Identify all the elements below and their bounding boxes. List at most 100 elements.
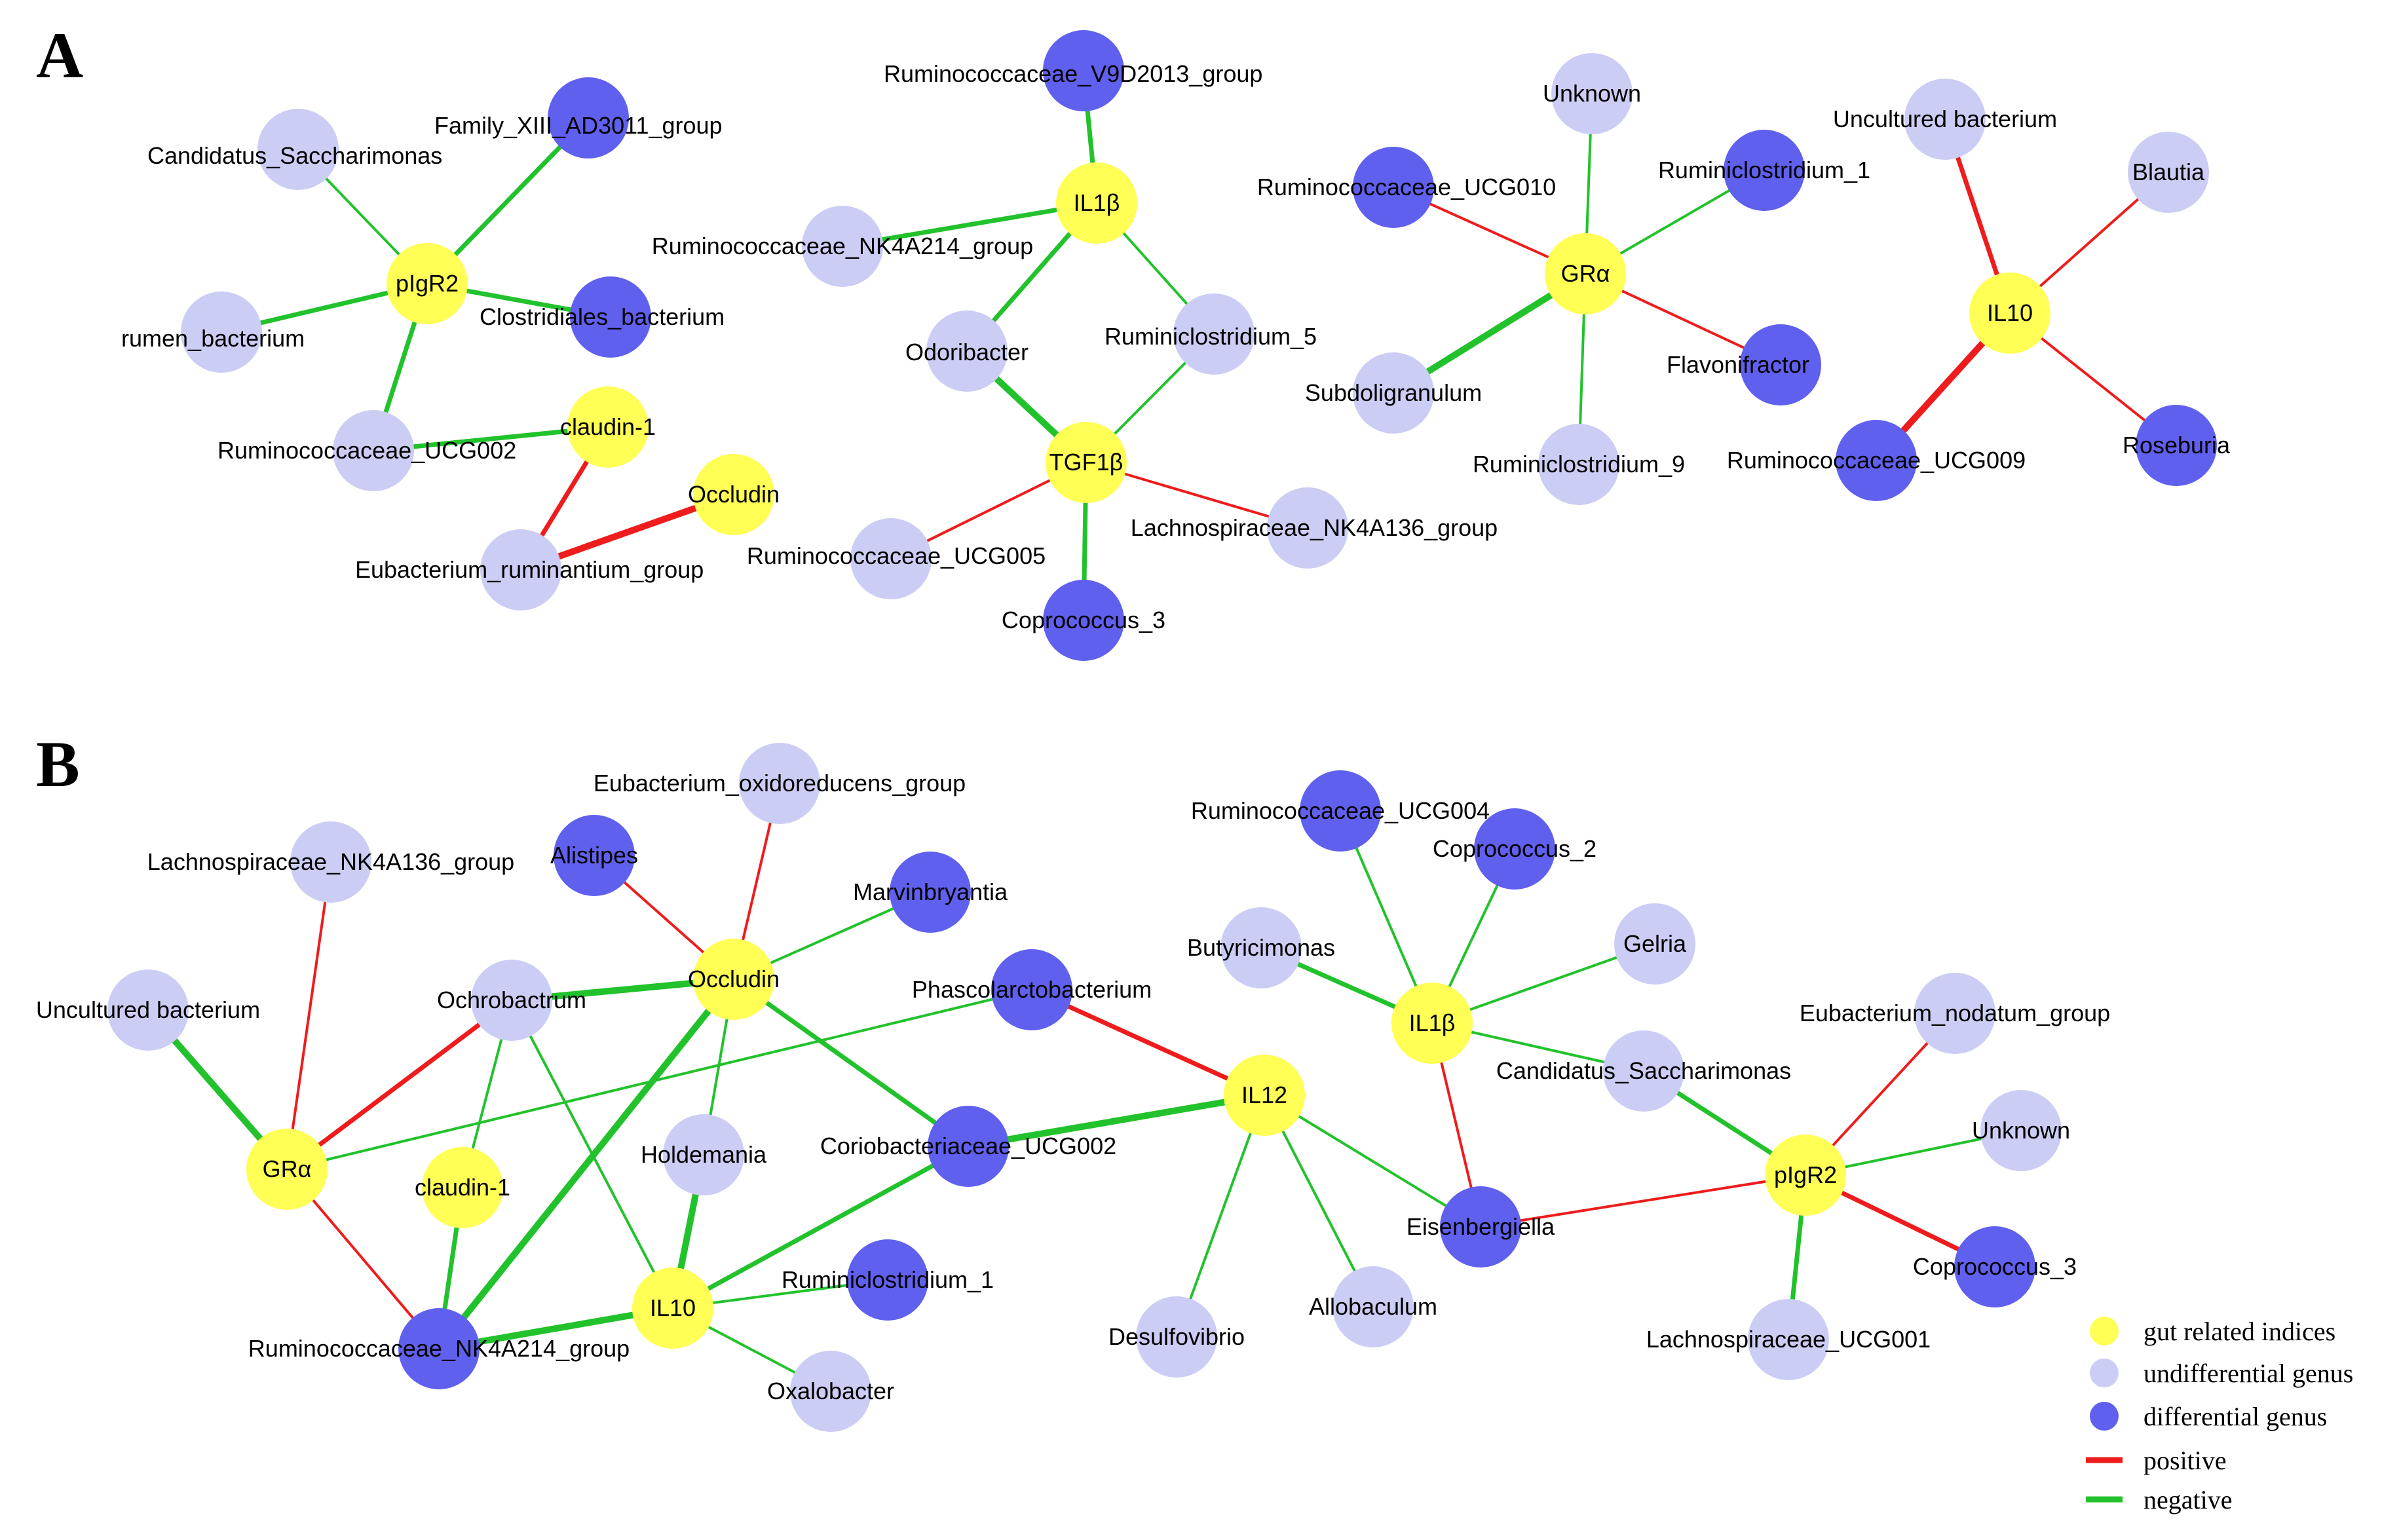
node-label: Ruminiclostridium_5 — [1105, 323, 1317, 350]
node-diff: Coprococcus_2 — [1433, 808, 1596, 890]
legend-swatch-undiff — [2090, 1359, 2119, 1387]
node-label: Flavonifractor — [1667, 351, 1809, 378]
node-label: Lachnospiraceae_NK4A136_group — [147, 848, 514, 875]
legend-label-index: gut related indices — [2144, 1317, 2335, 1346]
node-diff: Family_XIII_AD3011_group — [434, 77, 723, 159]
node-index: IL1β — [1391, 983, 1473, 1064]
legend-label-diff: differential genus — [2144, 1402, 2327, 1431]
node-diff: Ruminococcaceae_UCG010 — [1257, 147, 1556, 228]
node-label: TGF1β — [1049, 449, 1124, 476]
node-label: IL12 — [1241, 1081, 1287, 1108]
node-undiff: Eubacterium_oxidoreducens_group — [594, 743, 966, 824]
node-circle — [847, 1239, 928, 1321]
node-index: Occludin — [688, 454, 780, 535]
node-label: Ruminococcaceae_NK4A214_group — [248, 1335, 630, 1362]
node-diff: Ruminococcaceae_UCG004 — [1191, 770, 1490, 852]
node-label: Ruminiclostridium_1 — [1658, 157, 1870, 183]
node-circle — [1545, 233, 1626, 314]
node-circle — [1914, 973, 1995, 1054]
node-diff: Ruminiclostridium_1 — [1658, 130, 1870, 211]
node-circle — [107, 969, 189, 1051]
node-undiff: Uncultured bacterium — [36, 969, 260, 1051]
node-diff: Marvinbryantia — [853, 852, 1008, 933]
node-undiff: Eubacterium_nodatum_group — [1800, 973, 2110, 1054]
panel-label-a: A — [36, 19, 83, 92]
edge-positive — [286, 861, 332, 1171]
node-undiff: rumen_bacterium — [121, 291, 305, 373]
node-undiff: Unknown — [1972, 1090, 2070, 1171]
node-circle — [1353, 352, 1434, 434]
node-index: GRα — [246, 1129, 328, 1210]
node-label: Ruminococcaceae_UCG004 — [1191, 797, 1490, 824]
node-index: claudin-1 — [415, 1147, 510, 1228]
node-label: Oxalobacter — [767, 1378, 894, 1404]
node-undiff: Blautia — [2128, 132, 2209, 213]
node-circle — [1836, 420, 1917, 501]
node-label: Ochrobactrum — [437, 986, 586, 1013]
node-circle — [850, 518, 932, 599]
node-label: Uncultured bacterium — [1833, 105, 2057, 132]
node-circle — [1538, 424, 1619, 505]
node-label: Butyricimonas — [1187, 934, 1335, 961]
node-index: IL1β — [1056, 162, 1137, 244]
node-circle — [387, 243, 468, 324]
node-index: IL10 — [632, 1268, 713, 1349]
node-index: IL10 — [1969, 272, 2050, 354]
node-circle — [1056, 162, 1137, 244]
edge-negative — [1263, 1094, 1482, 1228]
node-label: rumen_bacterium — [121, 325, 305, 352]
node-circle — [1220, 907, 1302, 988]
node-label: Ruminococcaceae_UCG009 — [1727, 447, 2026, 474]
node-diff: Ruminococcaceae_NK4A214_group — [248, 1308, 630, 1389]
node-label: IL1β — [1409, 1009, 1456, 1036]
node-circle — [570, 276, 651, 358]
legend-swatch-index — [2090, 1317, 2119, 1345]
node-diff: Coprococcus_3 — [1913, 1226, 2077, 1307]
node-label: Odoribacter — [905, 339, 1029, 366]
node-undiff: Ruminococcaceae_UCG002 — [217, 410, 516, 491]
edge-positive — [1479, 1174, 1807, 1228]
node-undiff: Ruminococcaceae_NK4A214_group — [652, 206, 1033, 287]
node-undiff: Ruminiclostridium_5 — [1105, 293, 1317, 375]
node-index: pIgR2 — [1765, 1135, 1846, 1216]
node-diff: Coriobacteriaceae_UCG002 — [820, 1106, 1116, 1187]
node-circle — [1954, 1226, 2035, 1307]
legend-swatch-diff — [2090, 1402, 2119, 1431]
node-undiff: Desulfovibrio — [1108, 1296, 1245, 1378]
node-label: Uncultured bacterium — [36, 996, 260, 1023]
node-circle — [257, 109, 339, 190]
node-undiff: Gelria — [1614, 903, 1695, 985]
node-index: IL12 — [1224, 1055, 1305, 1136]
node-diff: Clostridiales_bacterium — [480, 276, 725, 358]
node-circle — [1136, 1296, 1217, 1378]
node-circle — [2136, 405, 2217, 486]
node-circle — [567, 386, 649, 468]
node-circle — [548, 77, 629, 159]
node-circle — [1904, 79, 1986, 160]
edge-negative — [436, 976, 737, 1352]
legend-label-undiff: undifferential genus — [2144, 1359, 2353, 1388]
edge-negative — [840, 200, 1099, 249]
node-diff: Roseburia — [2123, 405, 2231, 486]
node-diff: Ruminiclostridium_1 — [782, 1239, 994, 1321]
node-circle — [802, 206, 883, 287]
node-diff: Alistipes — [550, 815, 638, 896]
node-label: Gelria — [1623, 930, 1687, 957]
node-undiff: Lachnospiraceae_UCG001 — [1646, 1299, 1931, 1380]
node-circle — [480, 529, 561, 610]
node-index: claudin-1 — [560, 386, 656, 468]
edge-positive — [284, 998, 514, 1172]
node-circle — [632, 1268, 713, 1349]
node-circle — [1765, 1135, 1846, 1216]
node-label: Ruminiclostridium_1 — [782, 1266, 994, 1293]
edge-negative — [286, 988, 1033, 1171]
node-label: IL1β — [1074, 189, 1120, 216]
node-index: GRα — [1545, 233, 1626, 314]
node-label: Blautia — [2132, 159, 2205, 185]
node-diff: Coprococcus_3 — [1002, 580, 1165, 661]
node-label: Coprococcus_3 — [1913, 1253, 2077, 1280]
node-label: GRα — [1561, 260, 1610, 287]
node-label: Ruminococcaceae_NK4A214_group — [652, 233, 1033, 259]
node-circle — [1353, 147, 1434, 228]
node-label: IL10 — [650, 1294, 696, 1321]
